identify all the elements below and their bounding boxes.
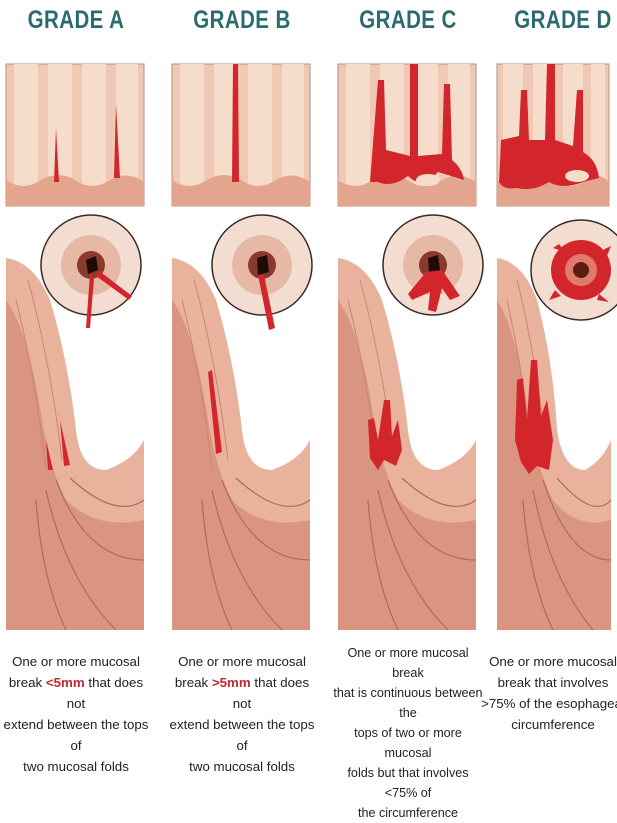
caption-line: the circumference	[330, 803, 486, 823]
caption-line: >75% of the esophageal	[475, 693, 617, 714]
grade-d-caption: One or more mucosal break that involves …	[475, 651, 617, 735]
grade-a-caption: One or more mucosal break <5mm that does…	[0, 651, 154, 777]
size-highlight: >5mm	[212, 675, 251, 690]
caption-line: break that involves	[475, 672, 617, 693]
grade-a-esophagus	[6, 258, 144, 630]
grade-b-caption: One or more mucosal break >5mm that does…	[164, 651, 320, 777]
caption-line: One or more mucosal break	[330, 643, 486, 683]
caption-line: tops of two or more mucosal	[330, 723, 486, 763]
caption-line: One or more mucosal	[0, 651, 154, 672]
grade-a-fold-panel	[6, 64, 144, 206]
caption-line: two mucosal folds	[164, 756, 320, 777]
caption-line: break >5mm that does not	[164, 672, 320, 714]
grade-c-fold-panel	[338, 64, 476, 206]
grade-d-endoscopic-view	[531, 220, 617, 320]
grade-a-endoscopic-view	[41, 215, 141, 328]
caption-line: break <5mm that does not	[0, 672, 154, 714]
grade-a-illustration	[6, 0, 146, 640]
grade-c-column: GRADE C One or more mucosal bre	[338, 0, 478, 764]
caption-line: folds but that involves <75% of	[330, 763, 486, 803]
caption-line: One or more mucosal	[164, 651, 320, 672]
grade-d-fold-panel	[497, 64, 609, 206]
grade-b-illustration	[172, 0, 312, 640]
grade-c-esophagus	[338, 258, 476, 630]
size-highlight: <5mm	[46, 675, 85, 690]
caption-line: extend between the tops of	[164, 714, 320, 756]
grade-b-fold-panel	[172, 64, 310, 206]
caption-line: that is continuous between the	[330, 683, 486, 723]
grade-c-endoscopic-view	[383, 215, 483, 315]
caption-line: circumference	[475, 714, 617, 735]
grade-a-column: GRADE A	[6, 0, 146, 764]
grade-d-column: GRADE D One or more mucosal	[493, 0, 617, 764]
caption-line: extend between the tops of	[0, 714, 154, 756]
grade-b-column: GRADE B One or more mucosal break	[172, 0, 312, 764]
grade-b-endoscopic-view	[212, 215, 312, 330]
grade-b-fold-lesion	[232, 64, 239, 182]
grade-c-caption: One or more mucosal break that is contin…	[330, 643, 486, 823]
caption-line: One or more mucosal	[475, 651, 617, 672]
grade-c-illustration	[338, 0, 478, 640]
grade-d-illustration	[493, 0, 617, 640]
grade-b-esophagus	[172, 258, 310, 630]
caption-line: two mucosal folds	[0, 756, 154, 777]
